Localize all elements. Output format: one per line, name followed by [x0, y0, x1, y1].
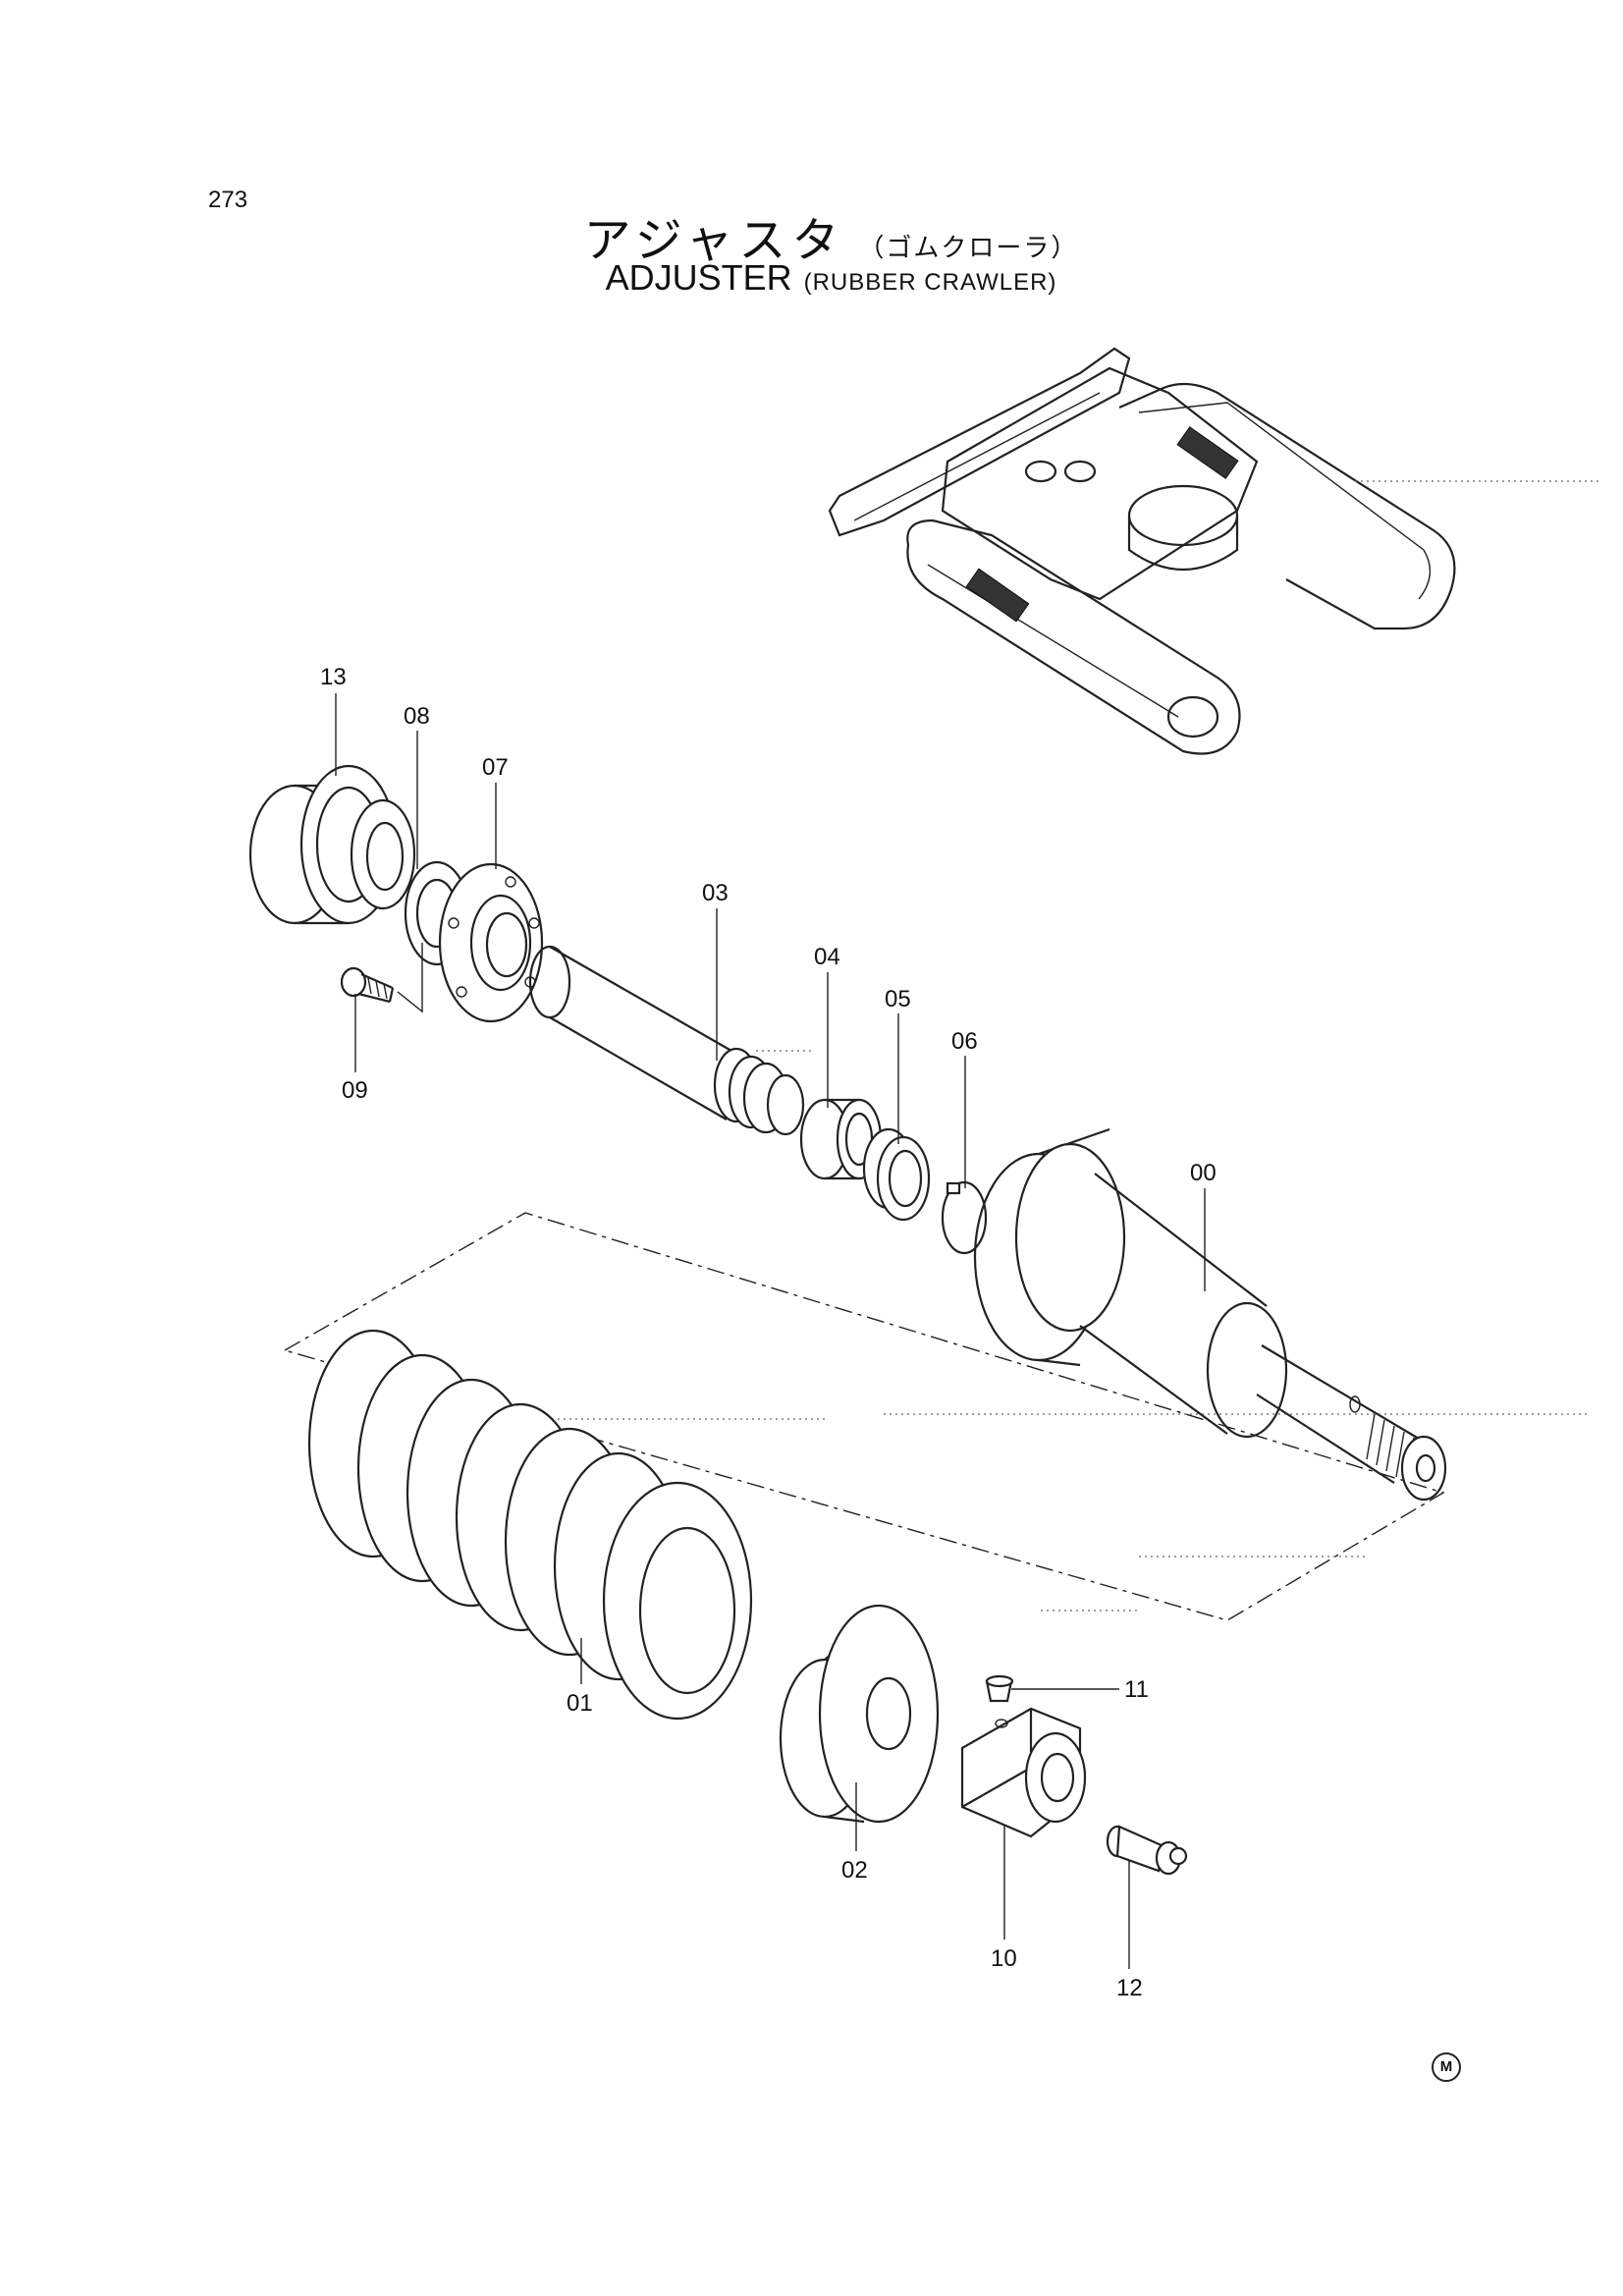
- registered-mark-icon: M: [1432, 2052, 1461, 2082]
- callout-09: 09: [342, 1077, 368, 1104]
- callout-11: 11: [1124, 1676, 1149, 1703]
- title-en-main: ADJUSTER: [605, 257, 792, 298]
- part-12-grease-fitting: [1106, 1825, 1188, 1876]
- part-05-seal: [862, 1127, 931, 1222]
- assembly-outline: [283, 1212, 1591, 1621]
- callout-03: 03: [702, 880, 729, 906]
- title-jp-sub: （ゴムクローラ）: [858, 233, 1079, 262]
- undercarriage-overview: [828, 347, 1600, 755]
- part-00-cylinder: [973, 1127, 1447, 1502]
- part-06-snap-ring: [941, 1180, 988, 1255]
- leader-lines: [335, 693, 1206, 1969]
- page-number: 273: [208, 187, 248, 213]
- part-13-guide: [248, 764, 416, 925]
- title-jp-main: アジャスタ: [583, 215, 845, 267]
- part-10-block: [960, 1707, 1087, 1838]
- part-03-rod: [528, 945, 815, 1136]
- highlight-adjuster-left: [965, 568, 1030, 623]
- highlight-adjuster-right: [1176, 426, 1239, 479]
- callout-labels: 13 08 07 09 03 04 05 06 00 01 02 11 10 1…: [320, 664, 1217, 2001]
- callout-08: 08: [404, 703, 430, 730]
- part-11-plug: [985, 1674, 1119, 1703]
- title-japanese: アジャスタ （ゴムクローラ）: [0, 201, 1623, 270]
- part-07-flange: [438, 862, 544, 1023]
- part-01-spring: [307, 1329, 753, 1721]
- callout-12: 12: [1116, 1975, 1143, 2001]
- callout-00: 00: [1190, 1160, 1217, 1186]
- callout-02: 02: [841, 1857, 868, 1884]
- callout-13: 13: [320, 664, 347, 690]
- title-english: ADJUSTER (RUBBER CRAWLER): [0, 257, 1623, 299]
- title-en-sub: (RUBBER CRAWLER): [803, 269, 1057, 296]
- callout-06: 06: [951, 1028, 978, 1055]
- callout-04: 04: [814, 944, 840, 970]
- callout-07: 07: [482, 754, 509, 781]
- part-02-spring-seat: [779, 1604, 940, 1824]
- part-09-bolt: [340, 943, 423, 1013]
- callout-10: 10: [991, 1945, 1017, 1972]
- callout-01: 01: [567, 1690, 593, 1717]
- callout-05: 05: [885, 986, 911, 1012]
